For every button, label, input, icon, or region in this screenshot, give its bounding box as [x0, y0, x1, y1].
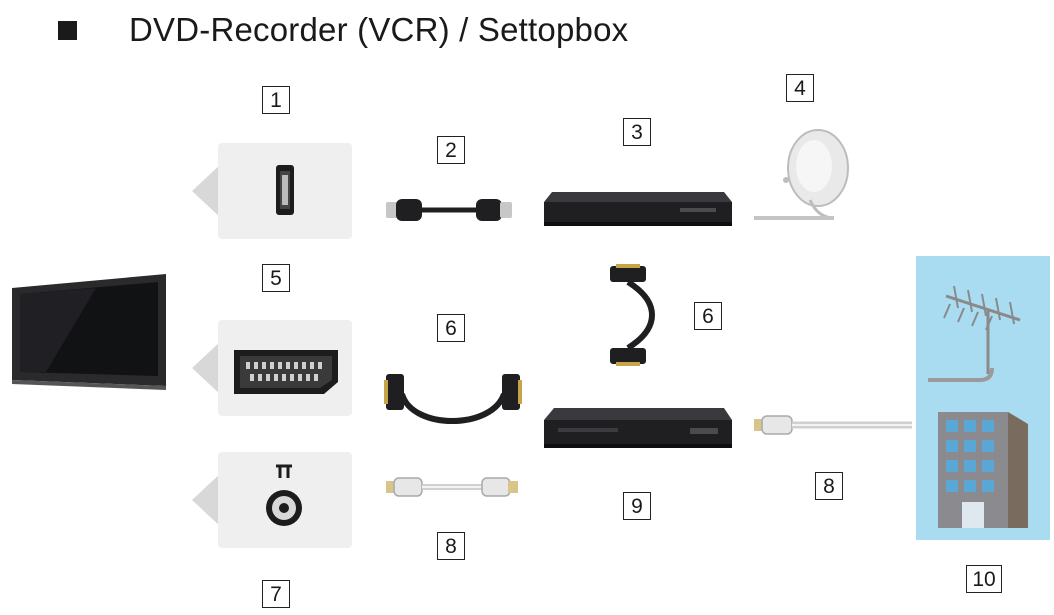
scart-port-icon — [234, 350, 338, 394]
tv-icon — [6, 268, 174, 396]
settopbox-icon — [540, 188, 736, 232]
label-satellite-dish: 4 — [786, 74, 814, 102]
label-dvd-recorder: 9 — [623, 492, 651, 520]
dvd-recorder-icon — [540, 404, 736, 454]
title-bullet — [58, 20, 77, 40]
aerial-symbol-icon — [276, 464, 292, 478]
label-aerial-terminal: 7 — [262, 580, 290, 608]
label-rf-cable-right: 8 — [815, 472, 843, 500]
rf-cable-bottom-icon — [382, 470, 522, 504]
hdmi-cable-icon — [382, 192, 516, 228]
label-settopbox: 3 — [623, 118, 651, 146]
antenna-icon — [928, 285, 1021, 382]
title-text: DVD-Recorder (VCR) / Settopbox — [129, 11, 629, 48]
scart-terminal-panel — [192, 320, 352, 416]
label-rf-cable-bottom: 8 — [437, 532, 465, 560]
label-hdmi-terminal: 1 — [262, 86, 290, 114]
satellite-dish-icon — [748, 122, 860, 230]
aerial-terminal-panel — [192, 452, 352, 548]
coax-port-icon — [266, 490, 302, 526]
label-aerial: 10 — [966, 565, 1002, 593]
label-scart-cable-top: 6 — [694, 302, 722, 330]
label-scart-cable-left: 6 — [437, 314, 465, 342]
scart-cable-vertical-icon — [596, 262, 664, 368]
label-scart-terminal: 5 — [262, 264, 290, 292]
scart-cable-horizontal-icon — [382, 366, 524, 442]
diagram-title: DVD-Recorder (VCR) / Settopbox — [58, 8, 628, 52]
aerial-panel — [916, 256, 1050, 540]
building-icon — [938, 412, 1028, 528]
rf-cable-right-icon — [752, 408, 914, 442]
hdmi-terminal-panel — [192, 143, 352, 239]
label-hdmi-cable: 2 — [437, 136, 465, 164]
hdmi-port-icon — [276, 165, 294, 215]
